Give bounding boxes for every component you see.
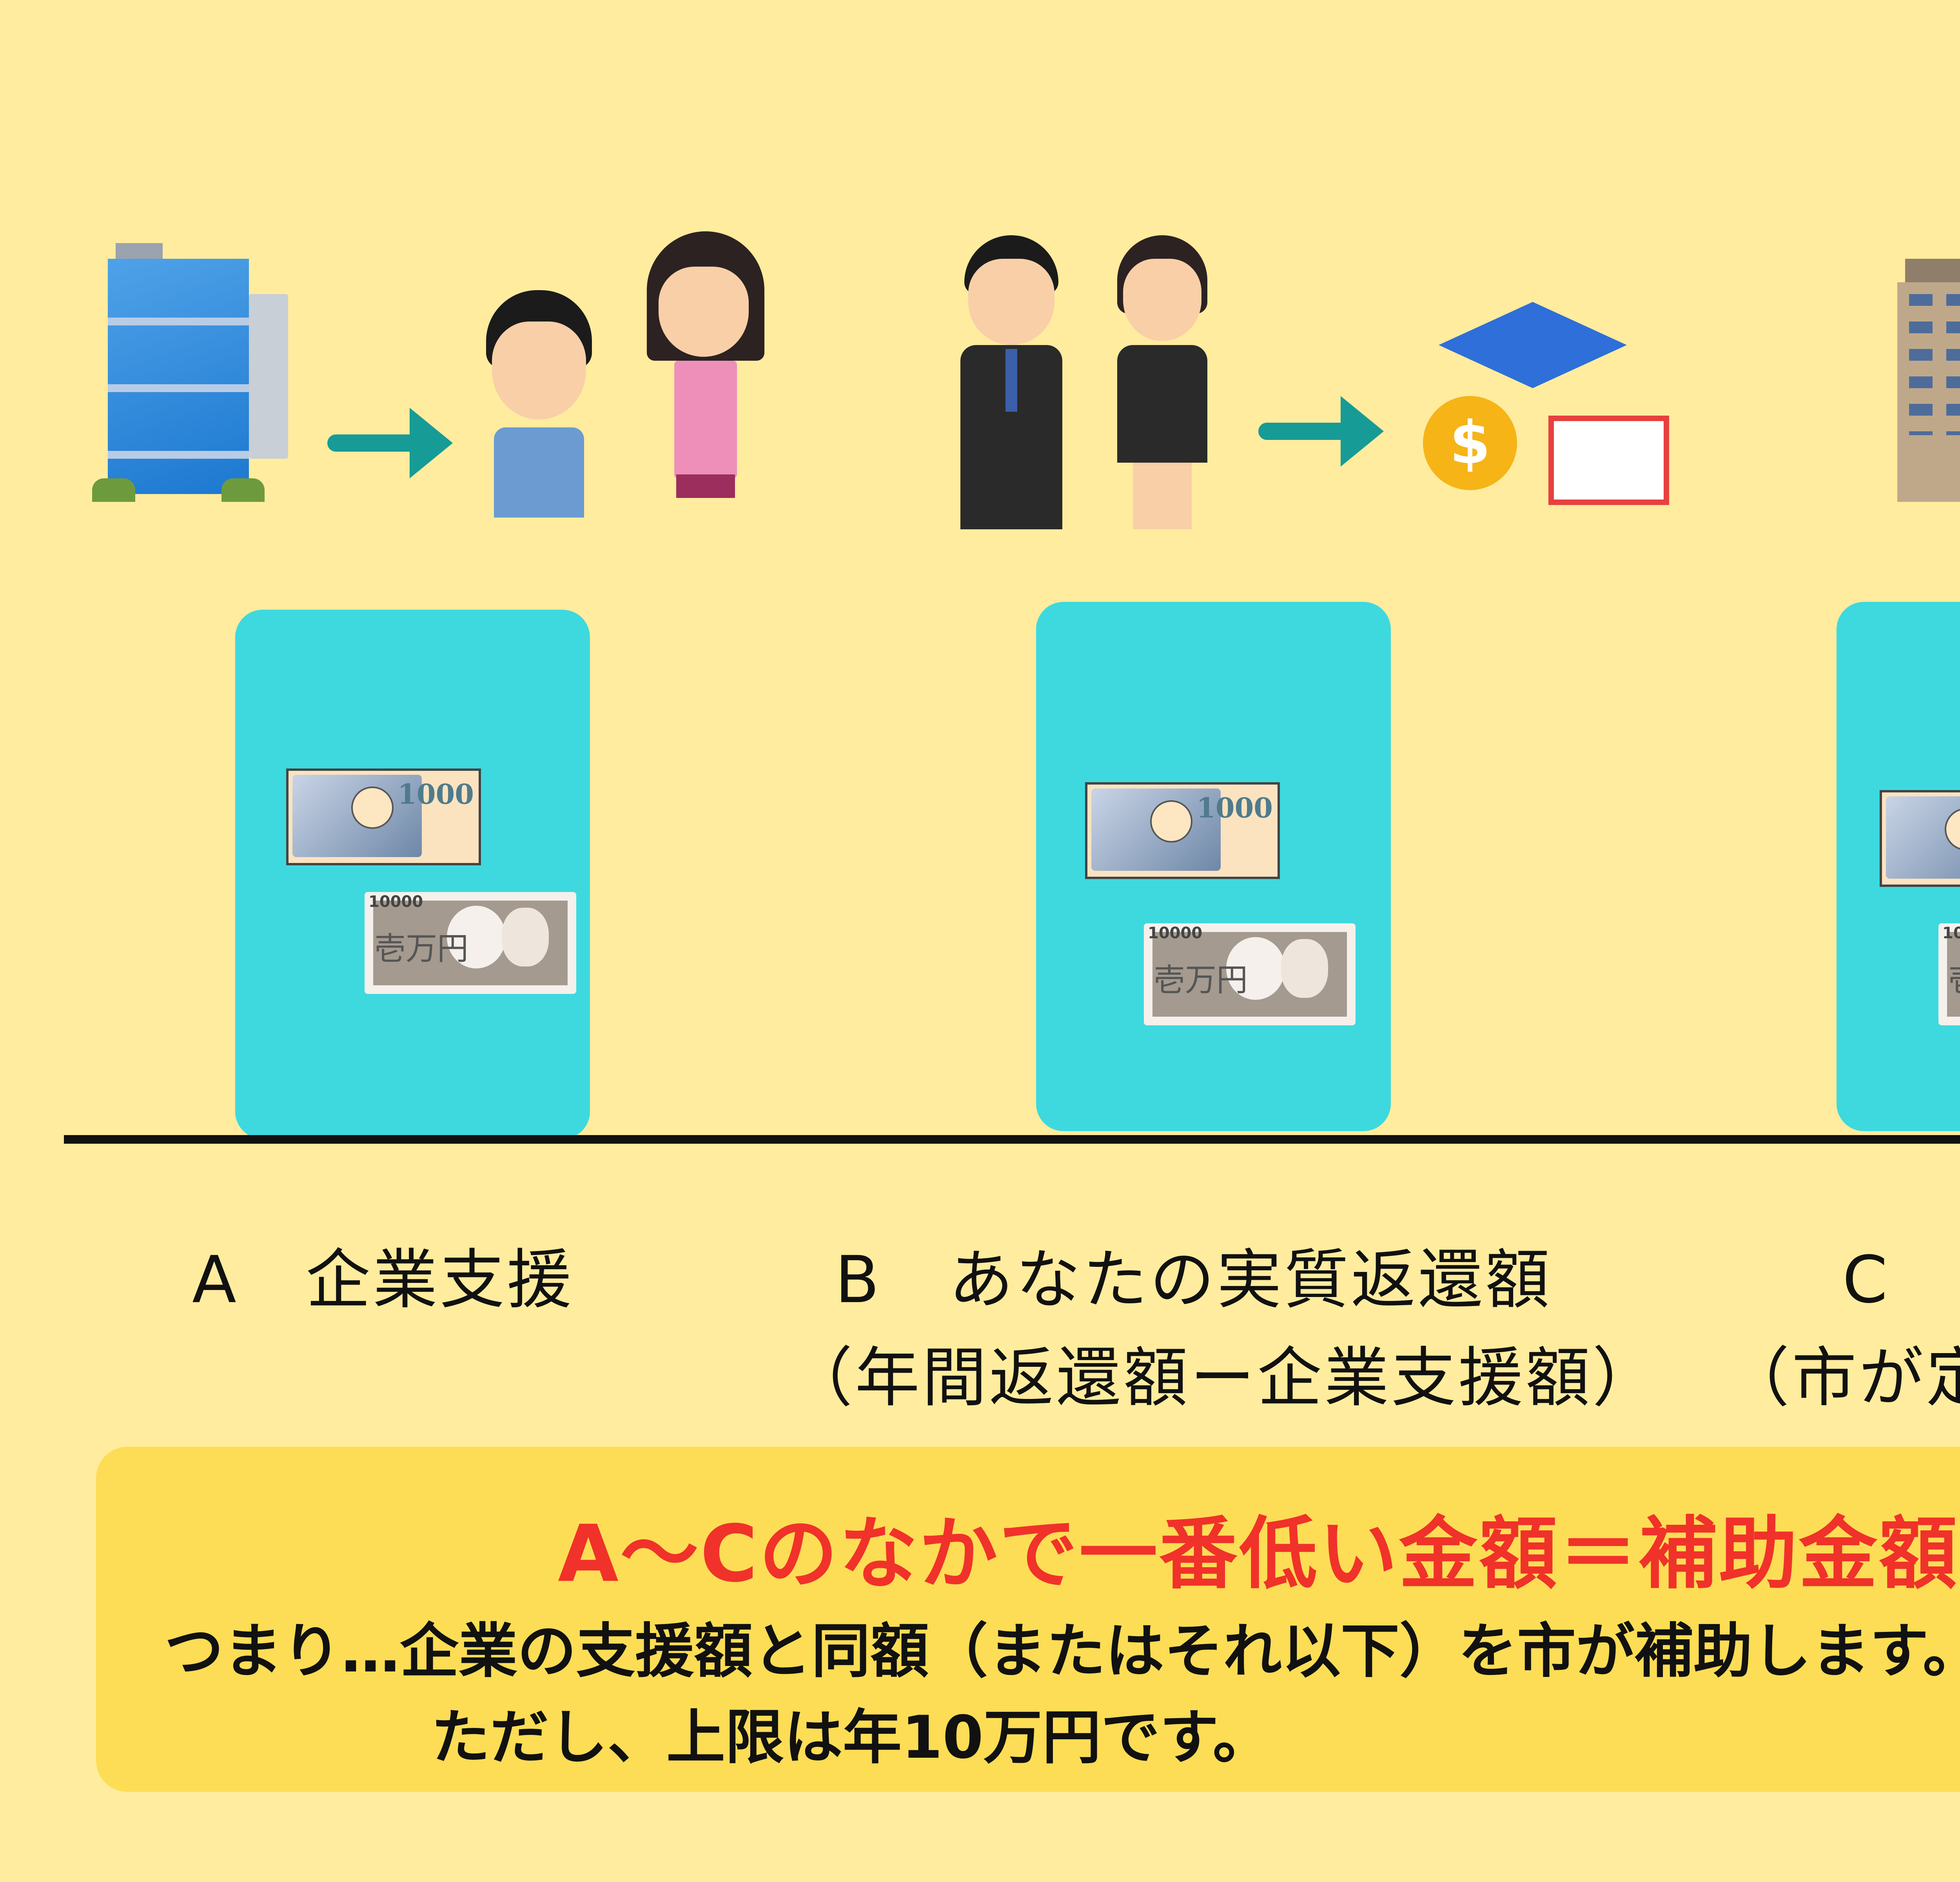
label-b-formula: （年間返還額ー企業支援額） [788, 1340, 1659, 1415]
summary-line-1: つまり…企業の支援額と同額（またはそれ以下）を市が補助します。 [165, 1617, 1960, 1686]
businesswoman-icon [1109, 235, 1219, 529]
label-a: A 企業支援 [192, 1242, 574, 1317]
businessman-icon [956, 235, 1066, 529]
baseline-divider [64, 1135, 1960, 1144]
office-building-icon [92, 243, 296, 502]
worker-man-icon [478, 290, 604, 518]
label-b: B あなたの実質返還額 [835, 1242, 1552, 1317]
city-hall-building-icon [1897, 259, 1960, 502]
worker-woman-apron-icon [643, 231, 768, 506]
summary-box: A〜Cのなかで一番低い金額＝補助金額 つまり…企業の支援額と同額（またはそれ以下… [96, 1447, 1960, 1792]
card-b: 1000 10000 壱万円 [1036, 602, 1391, 1131]
summary-title: A〜Cのなかで一番低い金額＝補助金額 [558, 1508, 1959, 1600]
banknote-10000-icon: 10000 壱万円 [1938, 923, 1960, 1025]
banknote-10000-icon: 10000 壱万円 [365, 892, 576, 994]
scholarship-cap-coin-book-icon: $ [1423, 302, 1669, 506]
label-c: C １０万円 [1842, 1242, 1960, 1317]
card-c: 1000 10000 壱万円 [1837, 602, 1960, 1131]
card-a: 1000 10000 壱万円 [235, 610, 590, 1139]
label-c-note: （市が定める上限額） [1725, 1340, 1960, 1415]
banknote-10000-icon: 10000 壱万円 [1144, 923, 1356, 1025]
banknote-1000-icon: 1000 [286, 768, 481, 865]
banknote-1000-icon: 1000 [1880, 790, 1960, 887]
summary-line-2: ただし、上限は年10万円です。 [431, 1704, 1272, 1772]
banknote-1000-icon: 1000 [1085, 782, 1280, 879]
